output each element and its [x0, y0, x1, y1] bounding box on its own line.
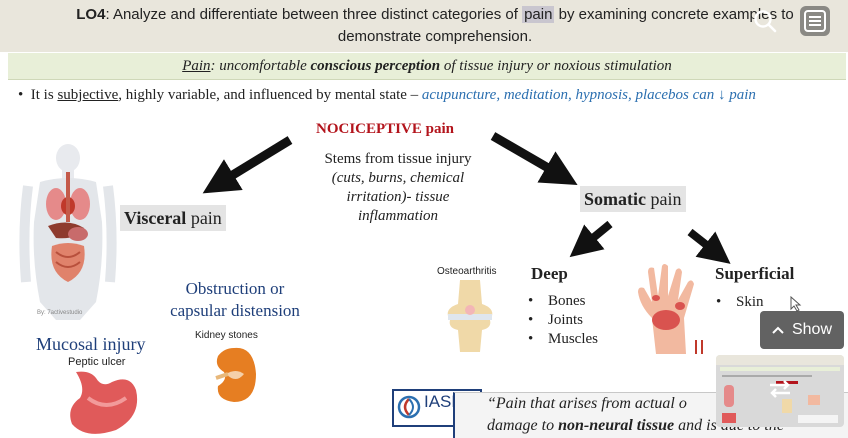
knee-joint-illustration: [447, 280, 493, 352]
mucosal-injury-label: Mucosal injury: [36, 334, 146, 354]
obstruction-line1: Obstruction or: [185, 279, 285, 298]
definition-text-a: : uncomfortable: [210, 58, 311, 74]
arrow-to-superficial: [687, 228, 731, 264]
arrow-to-visceral: [202, 136, 293, 194]
lo-text-a: : Analyze and differentiate between thre…: [105, 6, 523, 23]
kidney-stones-label: Kidney stones: [195, 330, 258, 341]
somatic-rest: pain: [646, 189, 682, 209]
bullet-underline: subjective: [57, 87, 119, 103]
obstruction-line2: capsular distension: [170, 301, 300, 320]
lo-prefix: LO4: [76, 6, 106, 23]
injured-hand-illustration: [638, 264, 703, 354]
visceral-rest: pain: [186, 208, 222, 228]
bullet-text-b: , highly variable, and influenced by men…: [118, 87, 422, 103]
search-button[interactable]: [750, 6, 780, 36]
deep-pain-title: Deep: [531, 264, 568, 283]
swap-arrows-icon: [770, 380, 790, 398]
bullet-text-a: It is: [30, 87, 58, 103]
human-organs-illustration: [19, 144, 117, 320]
search-icon: [754, 10, 777, 33]
subjective-bullet: • It is subjective, highly variable, and…: [18, 87, 756, 103]
osteoarthritis-label: Osteoarthritis: [437, 266, 497, 277]
nociceptive-line2: (cuts, burns, chemical: [331, 170, 465, 186]
nociceptive-line1: Stems from tissue injury: [324, 151, 472, 167]
nociceptive-description: Stems from tissue injury (cuts, burns, c…: [298, 150, 498, 226]
definition-bold: conscious perception: [310, 58, 441, 74]
learning-objective: LO4: Analyze and differentiate between t…: [40, 4, 830, 48]
chevron-up-icon: [772, 326, 784, 334]
obstruction-label: Obstruction or capsular distension: [150, 278, 320, 322]
nociceptive-line4: inflammation: [357, 208, 438, 224]
image-credit: By: 7activestudio: [37, 310, 83, 316]
slide-thumbnail[interactable]: [716, 355, 844, 427]
pain-definition: Pain: uncomfortable conscious perception…: [8, 53, 846, 80]
nociceptive-line3: irritation)- tissue: [346, 189, 450, 205]
quote-line1: “Pain that arises from actual o: [487, 395, 687, 412]
deep-pain-list: Bones Joints Muscles: [528, 292, 598, 349]
slide-title-bar: LO4: Analyze and differentiate between t…: [0, 0, 848, 52]
definition-term: Pain: [182, 58, 211, 74]
menu-button[interactable]: [800, 6, 830, 36]
hamburger-menu-icon: [804, 10, 826, 32]
list-item: Bones: [528, 292, 598, 311]
visceral-bold: Visceral: [124, 208, 187, 228]
slide-thumbnail-preview: [716, 355, 844, 423]
show-button[interactable]: Show: [760, 311, 844, 349]
cursor-pointer-icon: [790, 296, 802, 312]
list-item: Joints: [528, 311, 598, 330]
arrow-to-deep: [569, 220, 613, 258]
quote-line2-a: damage to: [487, 417, 559, 434]
nociceptive-title: NOCICEPTIVE pain: [316, 121, 454, 137]
show-button-label: Show: [791, 321, 833, 338]
iasp-globe-icon: [397, 395, 421, 419]
quote-line2-b: non-neural tissue: [558, 417, 675, 434]
superficial-pain-title: Superficial: [715, 264, 795, 283]
visceral-pain-label: Visceral pain: [120, 205, 226, 231]
arrow-to-somatic: [490, 132, 578, 186]
bullet-examples: acupuncture, meditation, hypnosis, place…: [421, 87, 756, 103]
list-item: Skin: [716, 294, 764, 311]
peptic-ulcer-label: Peptic ulcer: [68, 356, 126, 368]
definition-text-b: of tissue injury or noxious stimulation: [440, 58, 672, 74]
kidney-illustration: [215, 347, 256, 402]
list-item: Muscles: [528, 330, 598, 349]
stomach-illustration: [70, 371, 138, 434]
somatic-bold: Somatic: [584, 189, 646, 209]
lo-highlight: pain: [522, 6, 555, 23]
lo-text-b: by examining concrete examples to demons…: [337, 6, 794, 45]
somatic-pain-label: Somatic pain: [580, 186, 686, 212]
